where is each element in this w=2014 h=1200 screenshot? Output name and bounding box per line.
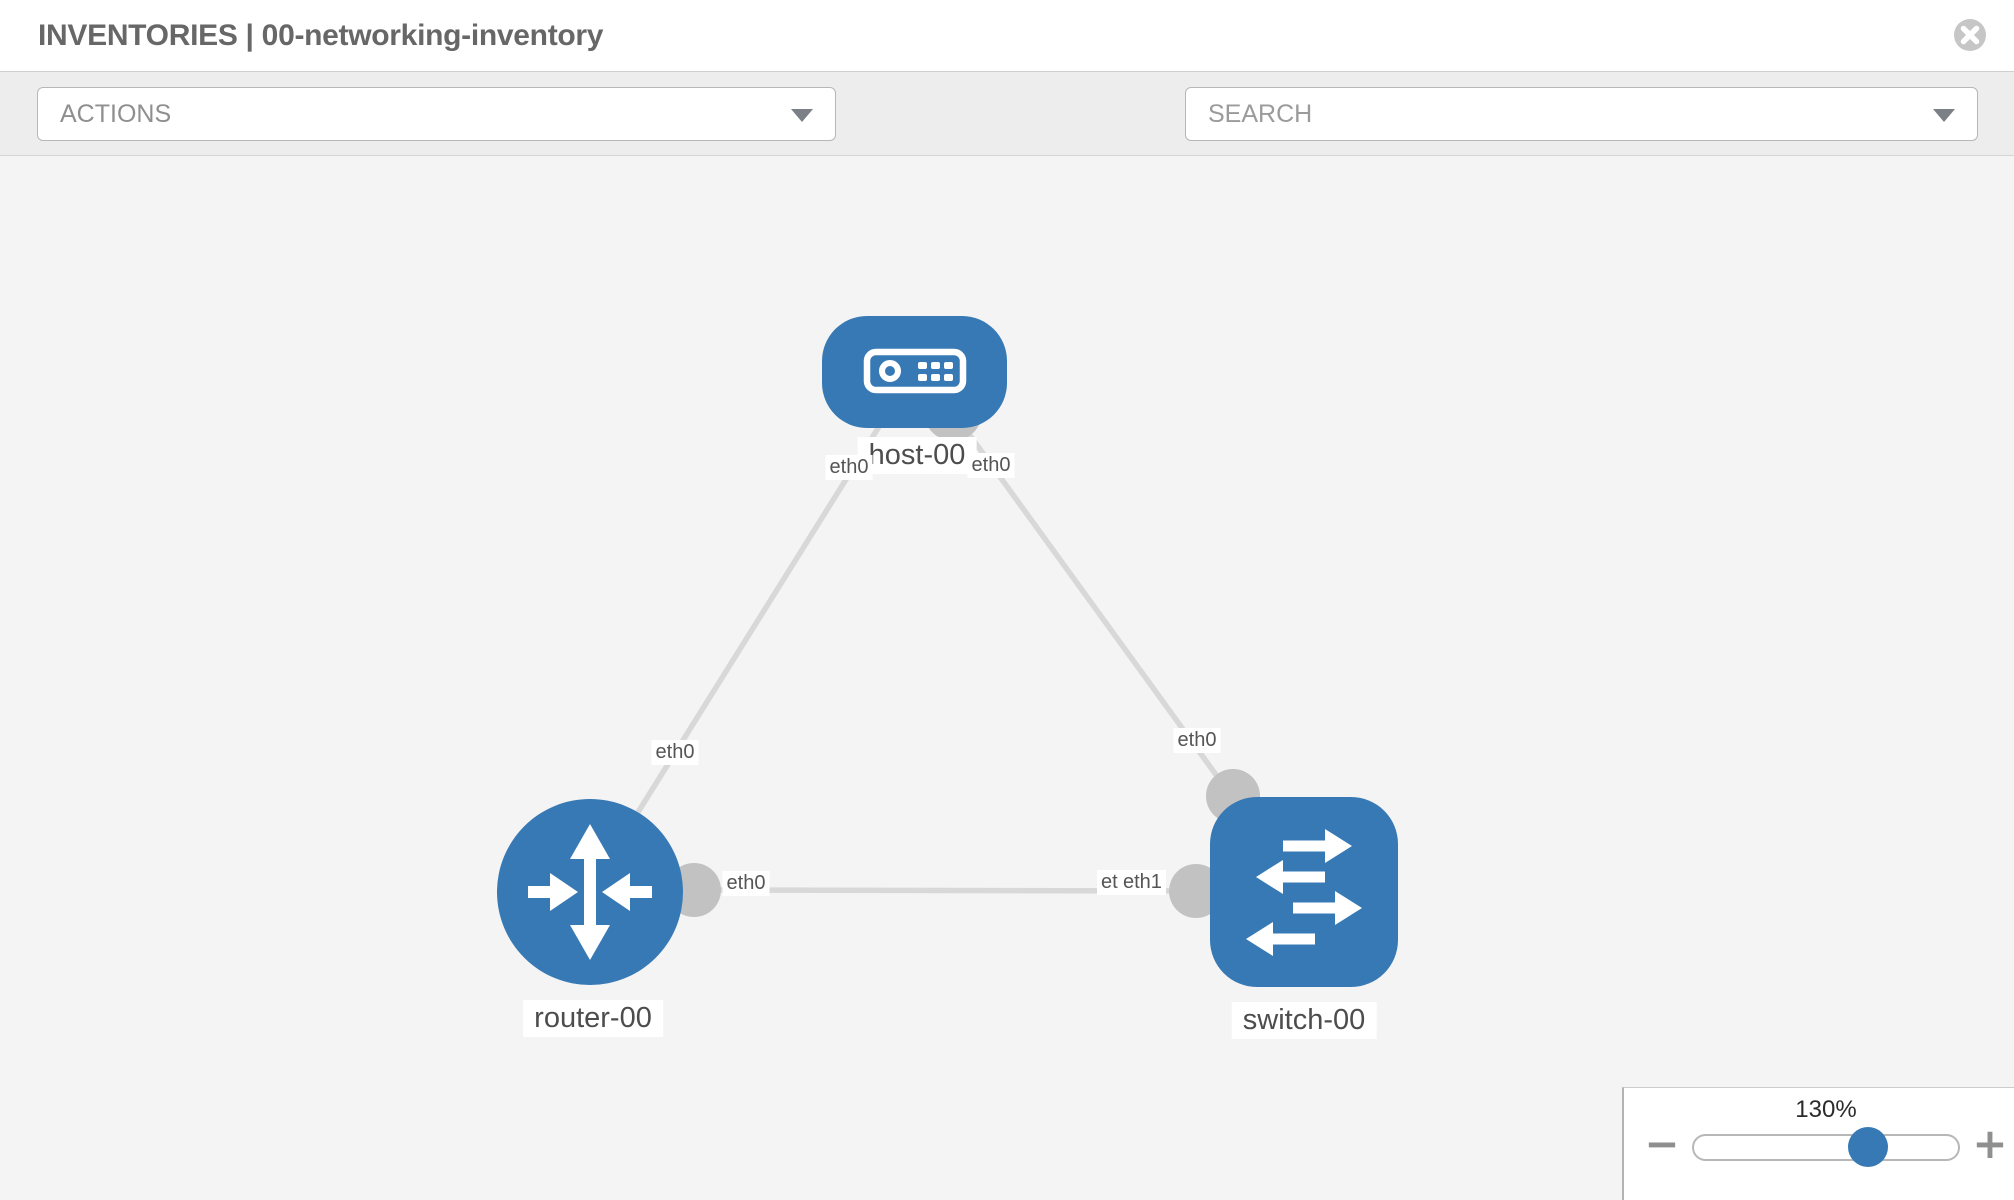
iface-label-host-eth0-left: eth0 <box>825 455 873 480</box>
port-switch-eth1[interactable] <box>1169 864 1223 918</box>
chevron-down-icon <box>791 109 813 122</box>
iface-label-host-eth0-right: eth0 <box>967 453 1015 478</box>
chevron-down-icon <box>1933 109 1955 122</box>
router-icon <box>528 824 652 960</box>
search-placeholder: SEARCH <box>1208 99 1313 128</box>
node-label-host: host-00 <box>857 437 977 474</box>
iface-label-switch-eth0-top: eth0 <box>1173 728 1221 753</box>
actions-dropdown[interactable]: ACTIONS <box>37 87 836 141</box>
switch-icon <box>1246 829 1362 956</box>
iface-label-router-eth0-top: eth0 <box>651 740 699 765</box>
zoom-out-button[interactable]: − <box>1642 1120 1682 1168</box>
zoom-level-value: 130% <box>1795 1096 1857 1123</box>
header: INVENTORIES | 00-networking-inventory <box>0 0 2014 71</box>
close-button[interactable] <box>1952 17 1988 53</box>
iface-label-switch-eth1: eth1 <box>1119 870 1166 895</box>
node-label-switch: switch-00 <box>1231 1002 1377 1039</box>
search-dropdown[interactable]: SEARCH <box>1185 87 1978 141</box>
iface-label-router-eth0-mid: eth0 <box>722 871 770 896</box>
zoom-slider[interactable] <box>1692 1127 1960 1167</box>
page-title: INVENTORIES | 00-networking-inventory <box>38 18 604 52</box>
node-router-00[interactable] <box>497 799 683 985</box>
node-host-00[interactable] <box>822 316 1007 428</box>
topology-canvas[interactable]: host-00 router-00 switch-00 eth0 eth0 et… <box>0 156 2014 1200</box>
zoom-control-panel: 130% − + <box>1622 1087 2014 1200</box>
host-icon <box>863 348 967 394</box>
node-label-router: router-00 <box>523 1000 663 1037</box>
toolbar: ACTIONS SEARCH <box>0 71 2014 206</box>
zoom-in-button[interactable]: + <box>1970 1120 2010 1168</box>
close-icon <box>1954 19 1986 51</box>
node-switch-00[interactable] <box>1210 797 1398 987</box>
zoom-slider-thumb[interactable] <box>1848 1127 1888 1167</box>
actions-dropdown-label: ACTIONS <box>60 99 172 128</box>
link-host-router <box>592 398 898 884</box>
